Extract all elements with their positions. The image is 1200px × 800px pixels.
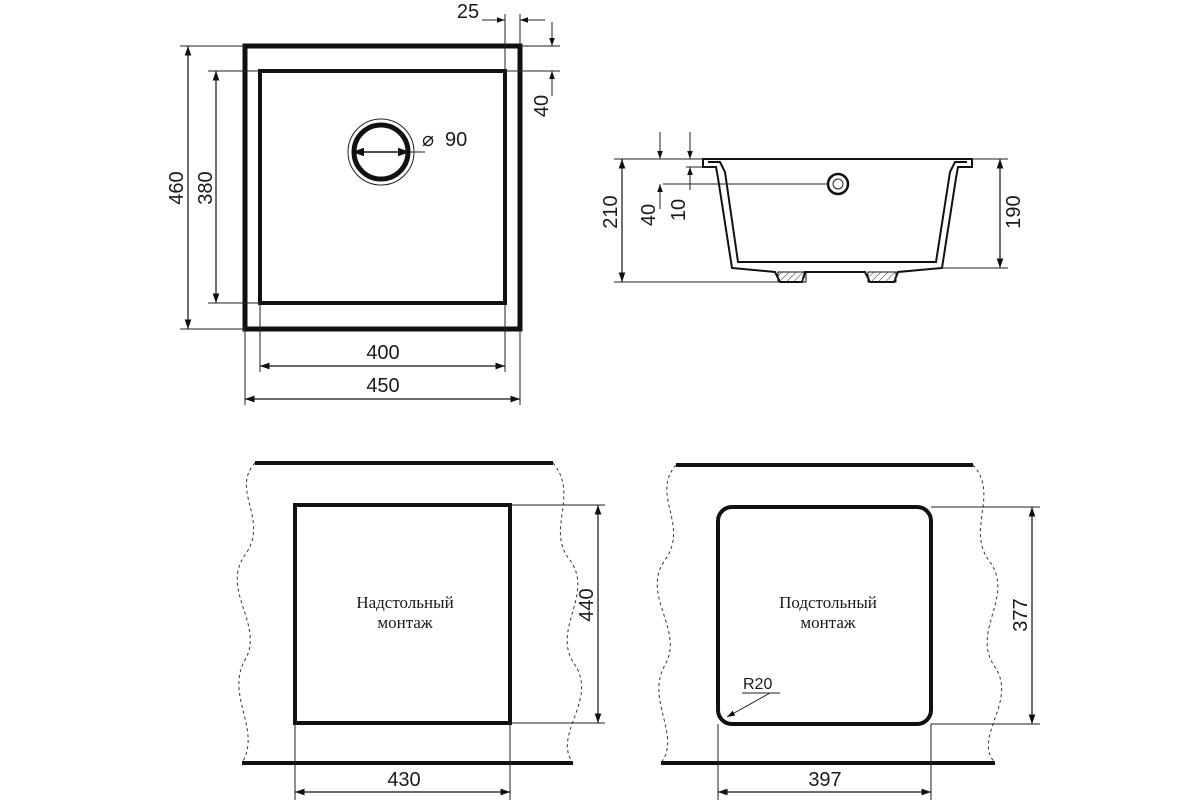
dim-undermount-height: 377 [1010,598,1032,631]
radius-leader [726,692,771,718]
side-hatch-left [777,271,807,283]
countertop-break-right [552,462,582,764]
dim-offset-y: 40 [531,95,553,117]
undermount-caption-line1: Подстольный [779,593,877,612]
dim-height-outer: 460 [166,171,188,204]
dim-overmount-width: 430 [387,769,420,791]
overflow-hole [826,172,850,196]
side-profile-inner [708,161,967,263]
sink-outer-rim [242,43,523,332]
side-view: 210 40 10 190 [600,132,1025,283]
countertop-break-left-2 [656,464,677,764]
drain-hole [347,118,425,186]
dim-undermount-radius: R20 [743,676,772,693]
dim-side-lip: 10 [668,199,690,221]
overmount-caption-line2: монтаж [377,613,433,632]
dim-undermount-width: 397 [808,769,841,791]
drain-diameter-label: 90 [445,129,467,151]
dim-side-rim: 40 [638,204,660,226]
dim-width-inner: 400 [366,342,399,364]
drain-diameter-symbol: ⌀ [422,129,434,151]
overmount-cutout-view: Надстольный монтаж 440 430 [236,461,605,800]
countertop-break-right-2 [972,464,1002,764]
countertop-break-left [236,462,256,764]
side-hatch-right [867,271,897,283]
sink-bowl [258,69,507,305]
dim-side-inner-height: 190 [1003,195,1025,228]
top-view: ⌀ 90 460 380 400 450 25 40 [166,1,560,405]
undermount-cutout-view: Подстольный монтаж R20 377 397 [656,463,1040,800]
dim-side-total-height: 210 [600,195,622,228]
side-profile-outer [702,158,973,283]
dim-height-inner: 380 [195,171,217,204]
overmount-cutout [293,503,512,725]
undermount-caption-line2: монтаж [800,613,856,632]
overmount-caption-line1: Надстольный [356,593,453,612]
dim-overmount-height: 440 [576,588,598,621]
undermount-cutout [716,505,933,726]
dim-width-outer: 450 [366,375,399,397]
dim-offset-x: 25 [457,1,479,23]
